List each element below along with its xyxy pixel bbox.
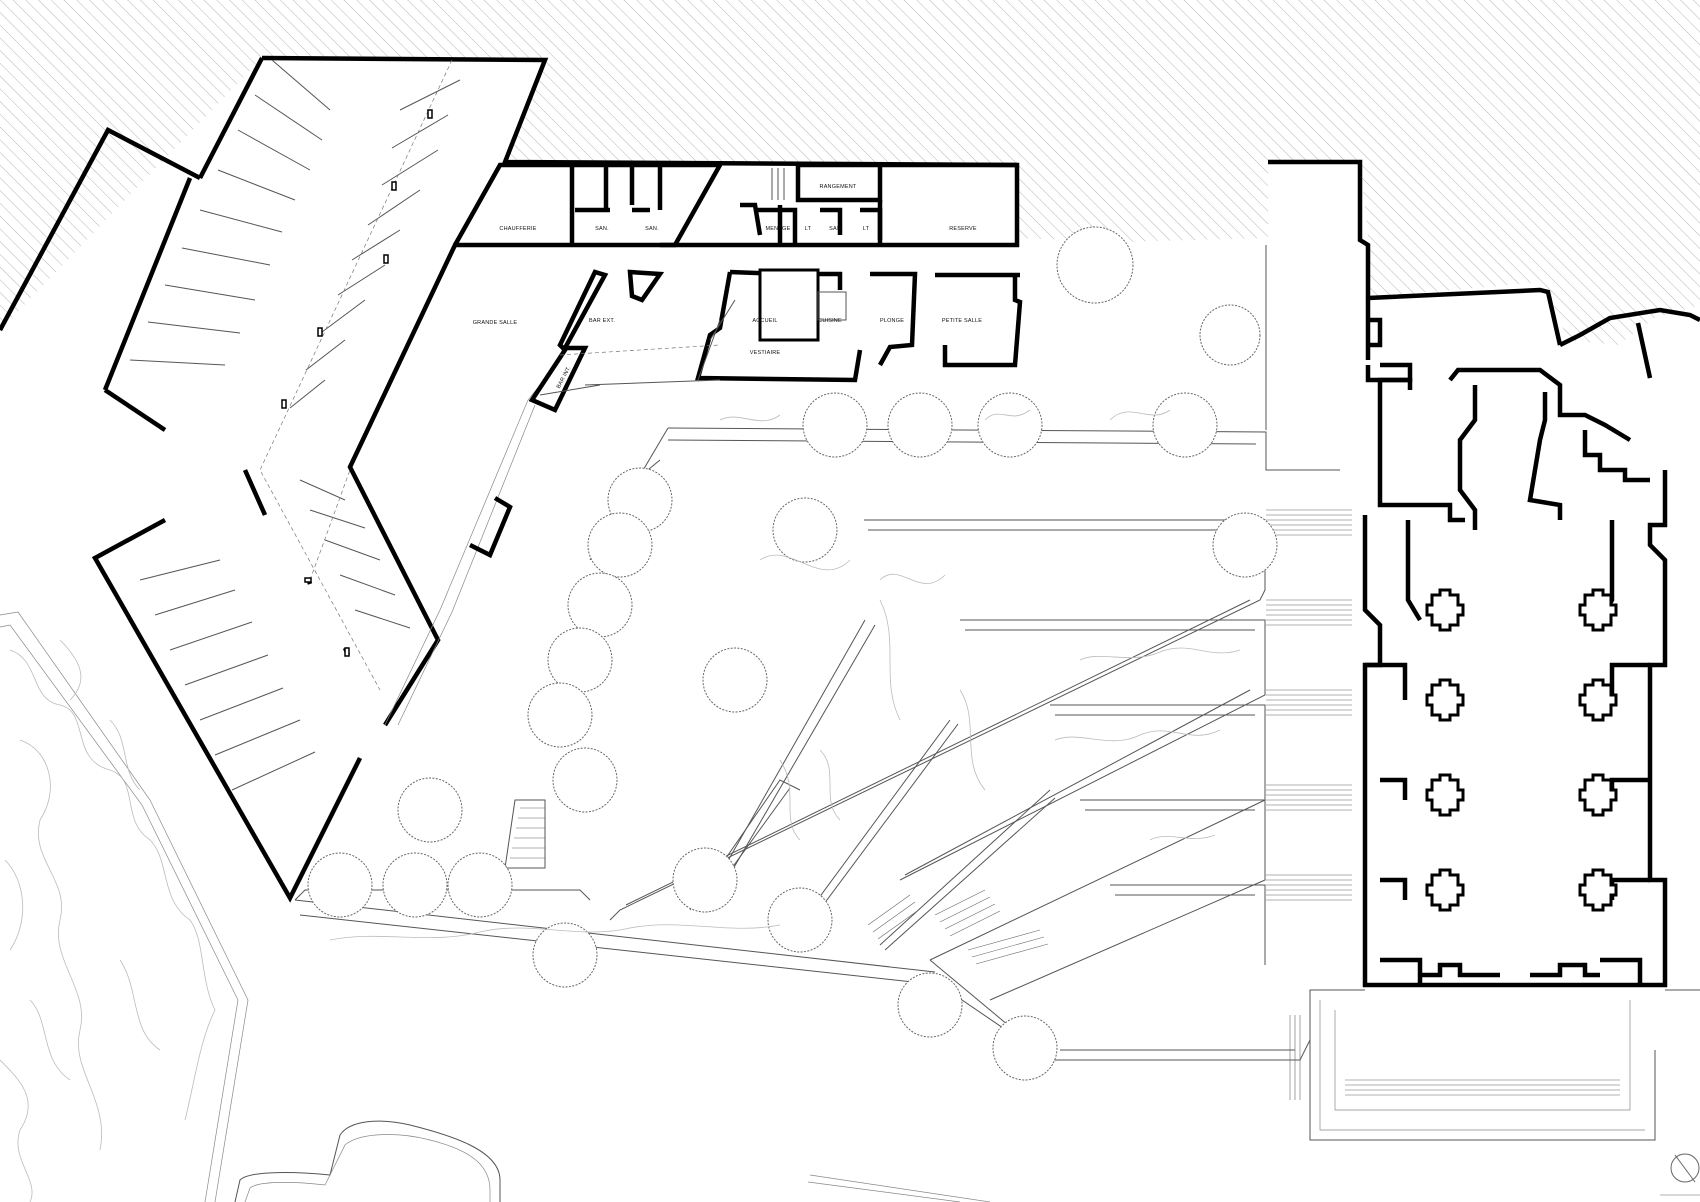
bar-kitchen-block <box>468 268 1023 559</box>
label-plonge: PLONGE <box>880 318 904 324</box>
label-san-2: SAN. <box>645 226 659 232</box>
stairs <box>504 509 1620 1100</box>
parking-structure <box>0 55 1020 903</box>
label-lt-1: LT <box>805 226 812 232</box>
label-bar-ext: BAR EXT. <box>589 318 615 324</box>
label-chaufferie: CHAUFFERIE <box>499 226 536 232</box>
label-cuisine: CUISINE <box>818 318 842 324</box>
service-wing <box>453 162 1017 248</box>
label-petite-salle: PETITE SALLE <box>942 318 982 324</box>
north-arrow-icon <box>1660 1153 1700 1196</box>
trees <box>307 226 1278 1081</box>
woodland-area <box>0 611 249 1202</box>
label-vestiaire: VESTIAIRE <box>750 350 781 356</box>
label-menage: MENAGE <box>765 226 790 232</box>
hatched-terrain <box>0 0 1700 345</box>
label-rangement: RANGEMENT <box>820 184 857 190</box>
church <box>1268 159 1700 1141</box>
label-accueil: ACCUEIL <box>752 318 777 324</box>
label-san-3: SAN. <box>829 226 843 232</box>
label-lt-2: LT <box>863 226 870 232</box>
label-san-1: SAN. <box>595 226 609 232</box>
label-reserve: RESERVE <box>949 226 977 232</box>
label-grande-salle: GRANDE SALLE <box>473 320 518 326</box>
ground-cover <box>329 409 1241 941</box>
bottom-plaza <box>234 1120 991 1202</box>
